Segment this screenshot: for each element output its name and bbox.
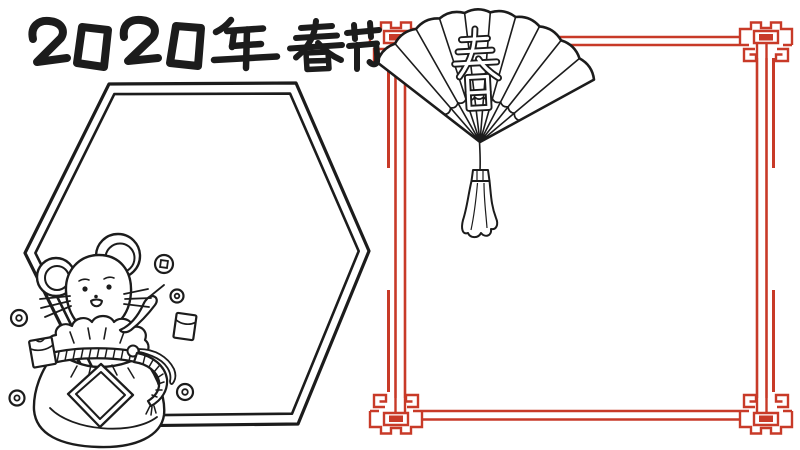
bag-diamond [66, 362, 135, 429]
coin [169, 288, 185, 304]
gold-coins [8, 253, 195, 407]
bag-pleats [70, 364, 135, 379]
rat-with-money-bag [32, 232, 177, 449]
tassel [461, 141, 499, 239]
tassel-knot [470, 169, 491, 182]
ruffle-folds [69, 327, 125, 344]
rope-tail-braids [142, 355, 165, 398]
rat-tail [138, 348, 177, 385]
title-char-jie [344, 20, 382, 72]
hexagon-frame [23, 81, 371, 428]
coin [9, 308, 29, 328]
corner-ornament-top-right [738, 21, 794, 63]
hexagon-inner [34, 92, 360, 417]
corner-ornament-bottom-right [738, 393, 794, 435]
rope-tail-tuft [145, 405, 157, 416]
bag-ruffle [45, 314, 150, 356]
title-digits [28, 15, 205, 71]
corner-ornament-bottom-left [368, 393, 424, 435]
rat-stick [147, 284, 165, 299]
rat-face [78, 276, 115, 308]
hexagon-outer [23, 81, 371, 428]
tassel-cord [478, 141, 482, 171]
title-char-chun [287, 18, 345, 73]
page-title [28, 15, 382, 73]
rat-whiskers [39, 288, 152, 318]
coin [8, 389, 26, 407]
coin [175, 382, 195, 402]
red-envelope [28, 336, 58, 369]
fan-inner-arc [444, 95, 520, 122]
fan-spring-character [451, 25, 502, 112]
red-envelope [172, 311, 198, 342]
red-envelopes [28, 311, 198, 369]
title-char-nian [210, 16, 281, 72]
coin [153, 253, 175, 275]
tassel-skirt [461, 180, 499, 239]
rat-arm [118, 294, 158, 334]
bag-bottom-fold [49, 407, 158, 430]
folding-fan [376, 8, 596, 239]
